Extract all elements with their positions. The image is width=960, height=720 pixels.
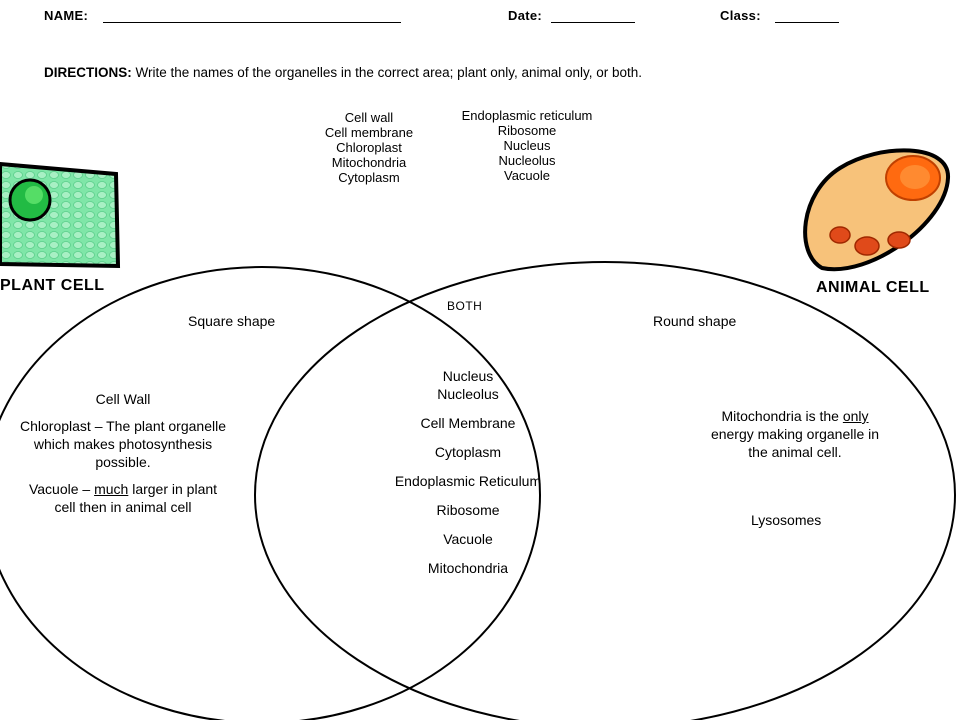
- word-bank-item: Nucleolus: [498, 153, 556, 168]
- animal-lysosomes: Lysosomes: [751, 512, 822, 528]
- name-blank[interactable]: [103, 8, 401, 23]
- directions-text: Write the names of the organelles in the…: [135, 65, 643, 80]
- animal-mitochondria: Mitochondria is the only energy making o…: [710, 408, 880, 460]
- plant-cell-wall: Cell Wall: [95, 391, 151, 407]
- plant-chloroplast: Chloroplast – The plant organelle which …: [20, 418, 226, 470]
- date-blank[interactable]: [551, 8, 635, 23]
- word-bank-column-2: Endoplasmic reticulum Ribosome Nucleus N…: [440, 108, 614, 183]
- word-bank-item: Endoplasmic reticulum: [461, 108, 593, 123]
- directions-label: DIRECTIONS:: [44, 65, 132, 80]
- word-bank-item: Cell wall: [344, 110, 394, 125]
- animal-circle: [254, 261, 956, 720]
- word-bank-item: Cytoplasm: [338, 170, 400, 185]
- animal-cell-label: ANIMAL CELL: [816, 279, 930, 296]
- word-bank-item: Vacuole: [503, 168, 550, 183]
- plant-cell-illustration: [0, 161, 121, 269]
- word-bank-item: Cell membrane: [324, 125, 414, 140]
- plant-circle: [0, 266, 541, 720]
- both-nucleus: Nucleus: [442, 368, 494, 384]
- word-bank-item: Nucleus: [503, 138, 551, 153]
- class-blank[interactable]: [775, 8, 839, 23]
- both-endoplasmic-reticulum: Endoplasmic Reticulum: [394, 473, 542, 489]
- animal-cell-illustration: [803, 148, 951, 272]
- word-bank-item: Mitochondria: [331, 155, 407, 170]
- class-label: Class:: [720, 8, 761, 23]
- word-bank-item: Chloroplast: [336, 140, 402, 155]
- plant-cell-label: PLANT CELL: [0, 277, 105, 294]
- plant-shape-text: Square shape: [188, 313, 276, 329]
- name-label: NAME:: [44, 8, 89, 23]
- both-mitochondria: Mitochondria: [427, 560, 509, 576]
- both-label: BOTH: [447, 299, 483, 313]
- both-region: Nucleus Nucleolus Cell Membrane Cytoplas…: [368, 367, 568, 577]
- both-nucleolus: Nucleolus: [437, 386, 499, 402]
- animal-shape-text: Round shape: [653, 313, 737, 329]
- word-bank-item: Ribosome: [497, 123, 557, 138]
- both-vacuole: Vacuole: [443, 531, 493, 547]
- both-cytoplasm: Cytoplasm: [434, 444, 502, 460]
- date-label: Date:: [508, 8, 543, 23]
- directions: DIRECTIONS: Write the names of the organ…: [44, 65, 642, 80]
- word-bank-column-1: Cell wall Cell membrane Chloroplast Mito…: [305, 110, 433, 185]
- plant-vacuole: Vacuole – much larger in plant cell then…: [28, 481, 218, 515]
- both-cell-membrane: Cell Membrane: [420, 415, 516, 431]
- both-ribosome: Ribosome: [436, 502, 500, 518]
- plant-only-region: Cell Wall Chloroplast – The plant organe…: [18, 390, 228, 516]
